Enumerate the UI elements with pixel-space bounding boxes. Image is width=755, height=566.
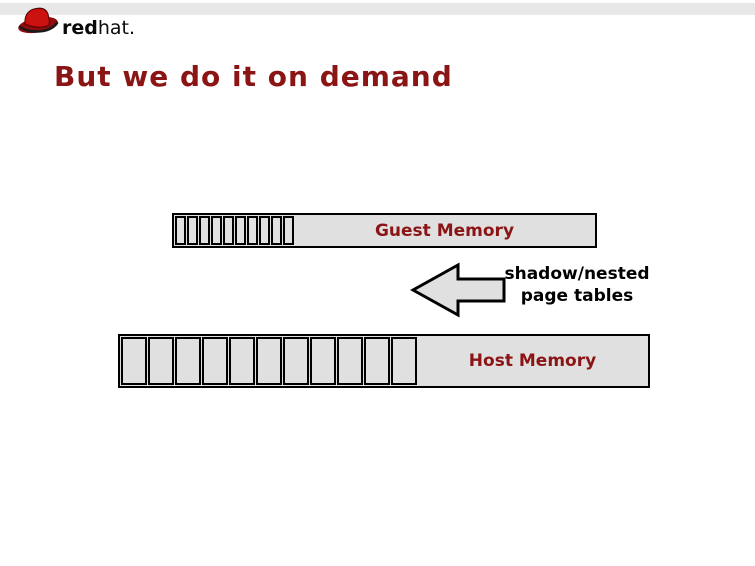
memory-cell [247, 216, 258, 245]
wordmark-hat: hat. [97, 17, 136, 39]
guest-memory-label: Guest Memory [374, 220, 515, 241]
memory-cell [235, 216, 246, 245]
memory-cell [256, 337, 282, 385]
memory-cell [391, 337, 417, 385]
header-band [0, 3, 755, 15]
memory-cell [121, 337, 147, 385]
host-memory-cells [121, 337, 418, 385]
memory-cell [199, 216, 210, 245]
memory-cell [337, 337, 363, 385]
memory-cell [175, 337, 201, 385]
memory-cell [310, 337, 336, 385]
host-memory-label: Host Memory [468, 351, 597, 371]
arrow-caption-line2: page tables [520, 286, 634, 306]
host-memory-bar: Host Memory [118, 334, 650, 388]
arrow-caption-line1: shadow/nested [504, 264, 650, 284]
memory-cell [229, 337, 255, 385]
memory-cell [283, 337, 309, 385]
left-block-arrow-icon [409, 262, 507, 319]
memory-cell [223, 216, 234, 245]
memory-cell [283, 216, 294, 245]
memory-cell [187, 216, 198, 245]
memory-cell [259, 216, 270, 245]
memory-cell [148, 337, 174, 385]
guest-memory-cells [175, 216, 295, 245]
redhat-wordmark: redhat. [62, 19, 135, 38]
arrow-caption: shadow/nested page tables [502, 263, 652, 307]
memory-cell [211, 216, 222, 245]
memory-cell [271, 216, 282, 245]
redhat-fedora-icon [17, 4, 59, 39]
redhat-logo: redhat. [17, 4, 135, 39]
guest-memory-bar: Guest Memory [172, 213, 597, 248]
memory-cell [202, 337, 228, 385]
memory-cell [175, 216, 186, 245]
wordmark-red: red [62, 17, 98, 39]
memory-cell [364, 337, 390, 385]
slide-title: But we do it on demand [54, 60, 453, 93]
